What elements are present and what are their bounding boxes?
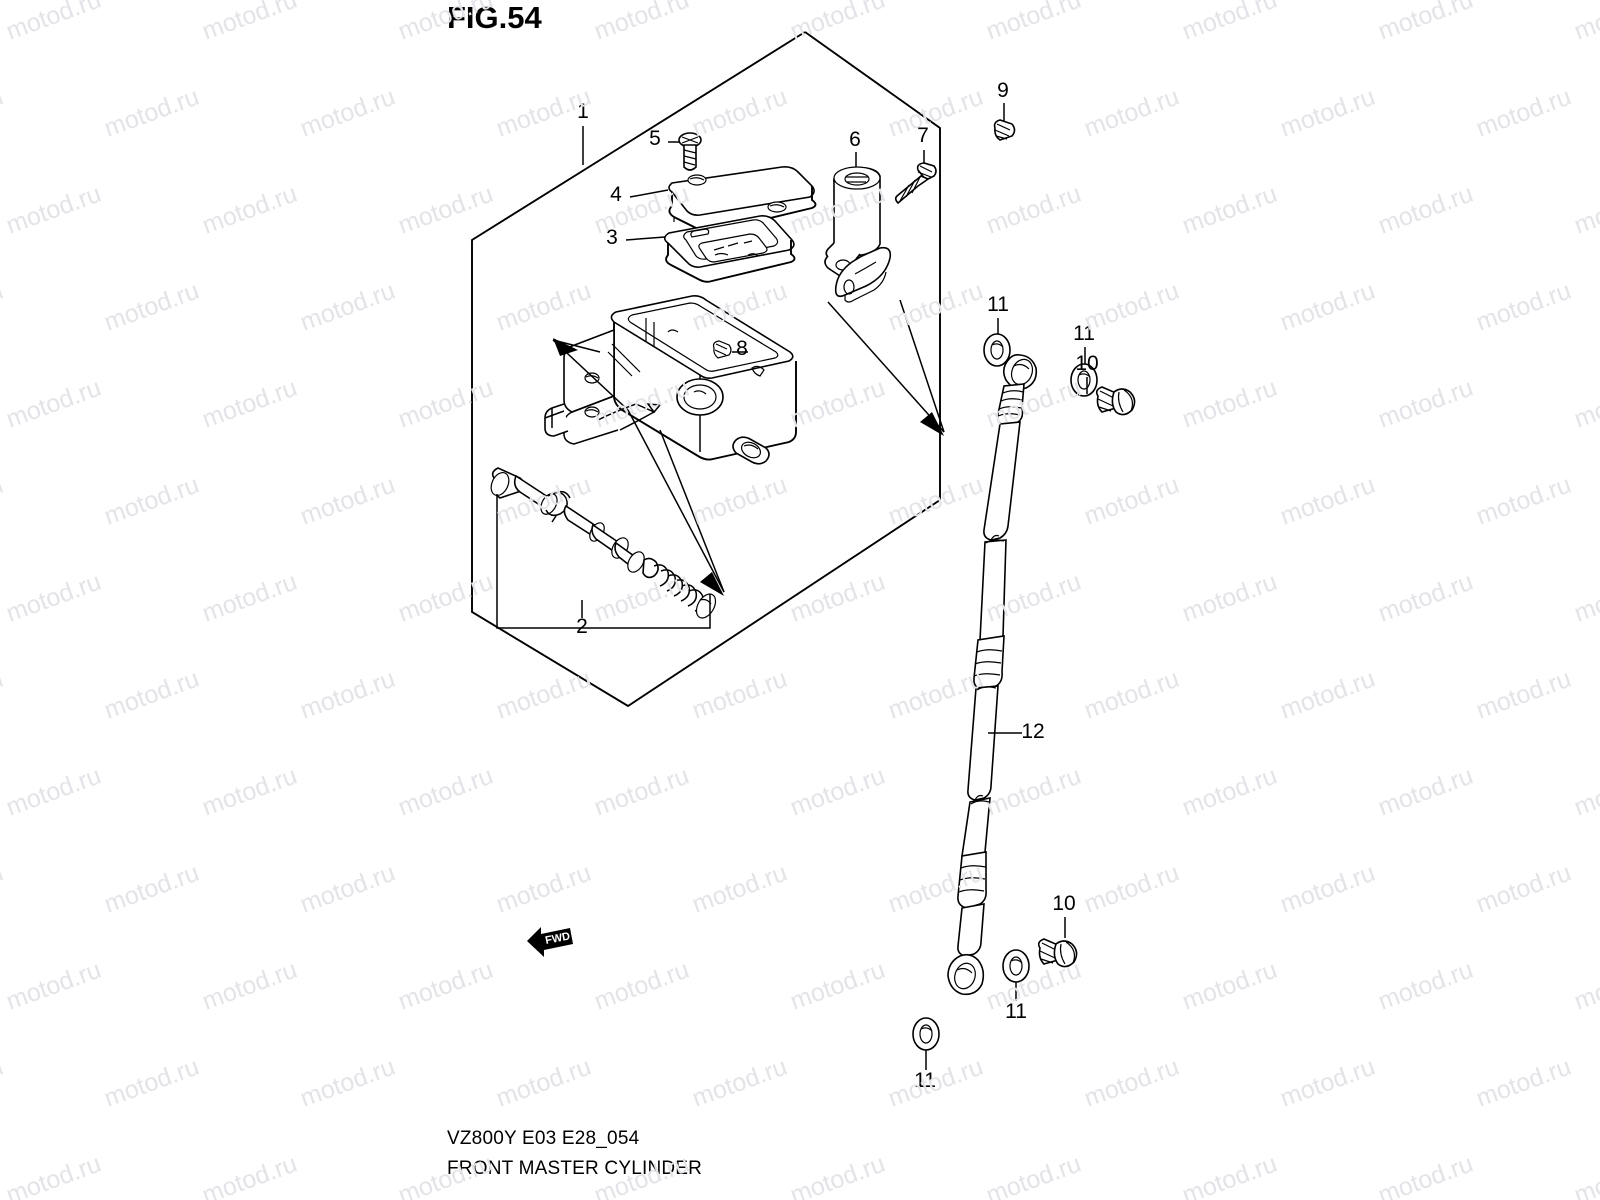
callout-brake-hose: 12 (1021, 720, 1045, 743)
part-3-diaphragm (625, 215, 796, 283)
callout-sealing-washer-upper-outer: 11 (987, 293, 1009, 316)
assembly-name-caption: FRONT MASTER CYLINDER (447, 1158, 703, 1179)
callout-union-banjo-bolt-lower: 10 (1052, 892, 1076, 915)
callout-clamp-bolt: 7 (917, 124, 929, 147)
upper-union-hardware (983, 318, 1136, 416)
part-12-brake-hose (947, 354, 1038, 996)
part-2-piston-cup-set (490, 467, 717, 629)
fwd-direction-marker: FWD (527, 927, 573, 957)
callout-reservoir-diaphragm: 3 (606, 226, 618, 249)
callout-reservoir-cap: 4 (610, 183, 622, 206)
part-5-cap-screw (668, 132, 702, 171)
callout-sealing-washer-upper-inner: 11 (1073, 322, 1095, 345)
callout-cap-screw: 5 (649, 127, 661, 150)
assembly-group-outline (471, 31, 941, 708)
part-9-plug-screw (993, 103, 1016, 141)
callout-handlebar-clamp-holder: 6 (849, 128, 861, 151)
callout-sealing-washer-lower-inner: 11 (1005, 1000, 1027, 1023)
assembly-leader-arrows (552, 299, 945, 596)
callout-reservoir-screw: 8 (736, 337, 748, 360)
callout-plug-screw: 9 (997, 79, 1009, 102)
model-code-caption: VZ800Y E03 E28_054 (447, 1128, 640, 1149)
callout-union-banjo-bolt-upper: 10 (1075, 352, 1099, 375)
svg-text:FWD: FWD (544, 930, 571, 947)
callout-piston-cup-set: 2 (576, 615, 588, 638)
callout-master-cylinder-assembly: 1 (577, 100, 589, 123)
part-7-clamp-bolt (894, 150, 937, 205)
part-6-handlebar-clamp (824, 152, 892, 303)
page-title: FIG.54 (447, 0, 542, 35)
callout-sealing-washer-lower-outer: 11 (914, 1069, 936, 1092)
lower-union-hardware (912, 917, 1078, 1070)
